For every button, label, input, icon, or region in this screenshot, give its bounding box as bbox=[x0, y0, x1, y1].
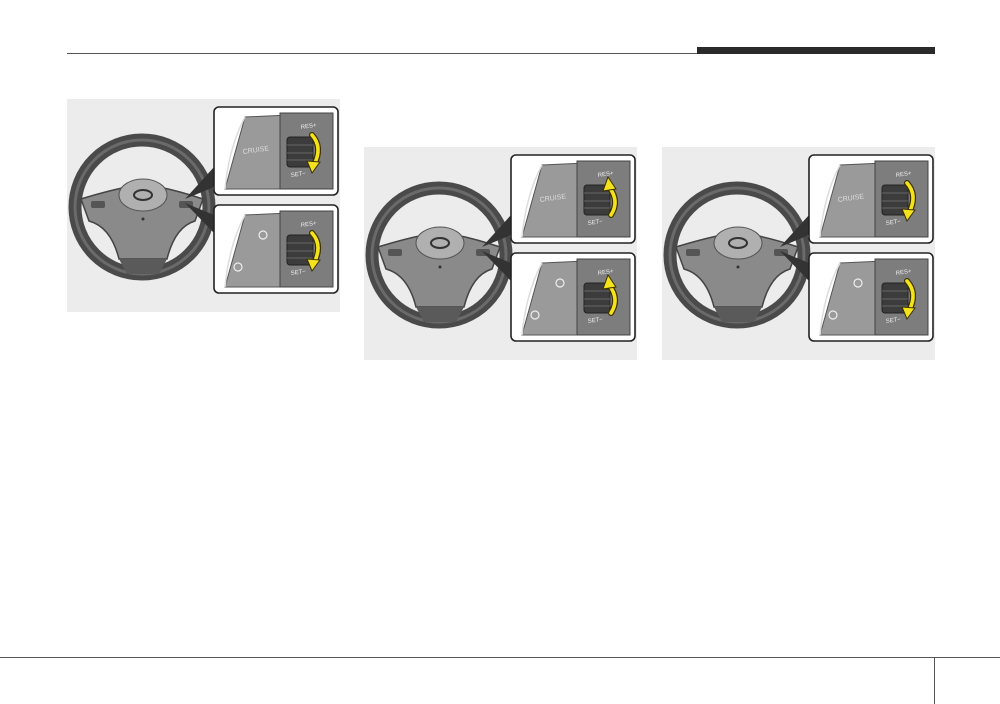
callout-wedges bbox=[780, 215, 809, 281]
toggle-arrow-icon bbox=[306, 132, 321, 175]
res-label: RES+ bbox=[895, 171, 912, 179]
speedometer-icon bbox=[530, 278, 565, 320]
figure-cruise-res-increase: RES+ SET− CRUISE RES+ SET− bbox=[364, 147, 637, 360]
cruise-label: CRUISE bbox=[242, 145, 269, 156]
lower-zoom-panel: RES+ SET− bbox=[213, 204, 339, 294]
steering-wheel-icon bbox=[68, 133, 216, 281]
speedometer-icon bbox=[233, 230, 268, 272]
cruise-label: CRUISE bbox=[837, 193, 864, 204]
set-label: SET− bbox=[587, 219, 603, 227]
lower-zoom-panel: RES+ SET− bbox=[510, 252, 636, 342]
speedometer-icon bbox=[828, 278, 863, 320]
set-label: SET− bbox=[290, 269, 306, 277]
toggle-arrow-icon bbox=[306, 230, 321, 273]
toggle-arrow-icon bbox=[602, 273, 618, 316]
footer-rule bbox=[0, 657, 1000, 658]
upper-zoom-panel: RES+ SET− CRUISE bbox=[213, 106, 339, 196]
set-label: SET− bbox=[885, 219, 901, 227]
cruise-label: CRUISE bbox=[539, 193, 566, 204]
footer-tick bbox=[934, 657, 935, 704]
callout-wedges bbox=[482, 215, 511, 281]
set-label: SET− bbox=[290, 171, 306, 179]
header-rule bbox=[67, 53, 935, 54]
set-label: SET− bbox=[885, 317, 901, 325]
upper-zoom-panel: RES+ SET− CRUISE bbox=[510, 154, 636, 244]
toggle-arrow-icon bbox=[602, 175, 618, 218]
toggle-arrow-icon bbox=[901, 180, 916, 223]
lower-zoom-panel: RES+ SET− bbox=[808, 252, 934, 342]
res-label: RES+ bbox=[597, 269, 614, 277]
res-label: RES+ bbox=[597, 171, 614, 179]
steering-wheel-icon bbox=[365, 181, 513, 329]
callout-wedges bbox=[185, 167, 214, 233]
toggle-arrow-icon bbox=[901, 278, 916, 321]
res-label: RES+ bbox=[895, 269, 912, 277]
header-bar bbox=[697, 47, 935, 54]
figure-cruise-set-decrease: RES+ SET− CRUISE RES+ SET− bbox=[67, 99, 340, 312]
upper-zoom-panel: RES+ SET− CRUISE bbox=[808, 154, 934, 244]
res-label: RES+ bbox=[300, 221, 317, 229]
steering-wheel-icon bbox=[663, 181, 811, 329]
set-label: SET− bbox=[587, 317, 603, 325]
figure-cruise-set-decrease-alt: RES+ SET− CRUISE RES+ SET− bbox=[662, 147, 935, 360]
res-label: RES+ bbox=[300, 123, 317, 131]
